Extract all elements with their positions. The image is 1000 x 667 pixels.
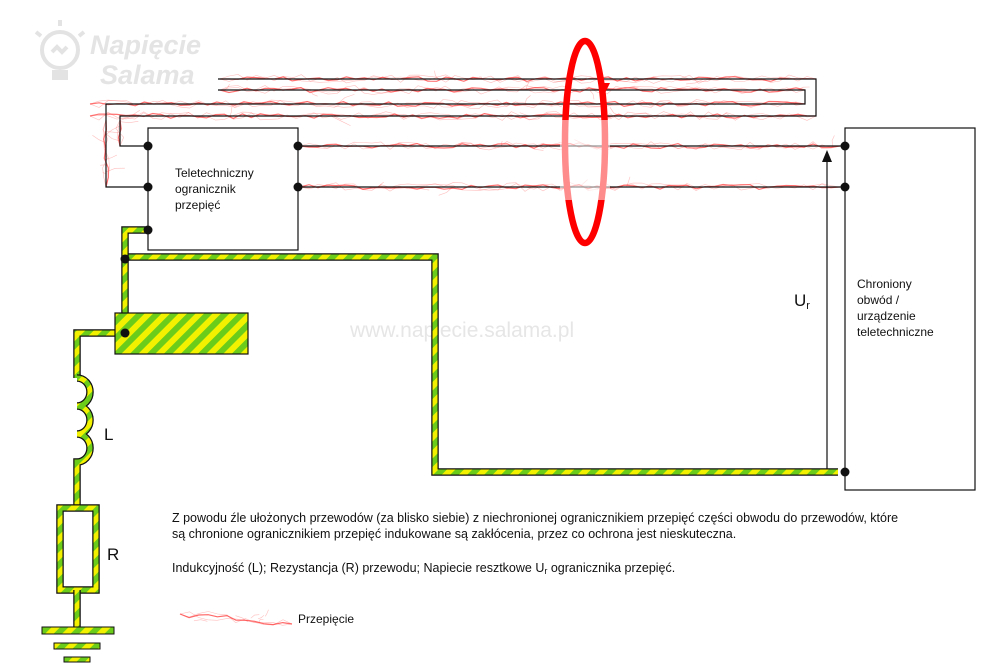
surge-stroke [224, 83, 230, 91]
surge-stroke [309, 89, 318, 97]
surge-stroke [258, 619, 264, 623]
surge-stroke [119, 121, 139, 124]
surge-stroke [219, 86, 806, 94]
unprotected-wire-inner [105, 89, 806, 188]
surge-stroke [438, 186, 453, 196]
protected-device-box [844, 127, 976, 491]
surge-stroke [500, 140, 503, 147]
surge-stroke [525, 81, 530, 91]
node [840, 182, 850, 192]
surge-stroke [104, 131, 121, 134]
protected-device-label-line3: urządzenie [857, 309, 916, 323]
junction-nodes [120, 141, 850, 477]
bulb-icon [34, 20, 86, 80]
voltage-symbol: U [794, 291, 806, 310]
node [143, 182, 153, 192]
description-line3: Indukcyjność (L); Rezystancja (R) przewo… [172, 561, 675, 576]
residual-voltage-arrow [822, 150, 832, 470]
protected-device-label-line4: teletechniczne [857, 325, 934, 339]
surge-stroke [831, 135, 835, 147]
surge-stroke [179, 613, 293, 626]
earth-wire-down-outer [73, 329, 116, 378]
earthing-bar [114, 312, 249, 355]
node [120, 254, 130, 264]
earthing-conductors [56, 226, 838, 628]
surge-limiter-box [147, 127, 299, 251]
surge-stroke [105, 167, 125, 173]
surge-stroke [797, 86, 810, 91]
surge-stroke [105, 154, 118, 160]
logo-line1: Napięcie [90, 30, 201, 60]
surge-stroke [527, 145, 544, 151]
surge-stroke [377, 181, 384, 188]
surge-stroke [250, 614, 260, 619]
legend-surge-sample [179, 609, 293, 626]
description-line3-subscript: r [544, 566, 547, 576]
surge-stroke [479, 76, 482, 79]
description: Z powodu źle ułożonych przewodów (za bli… [172, 511, 898, 576]
surge-stroke [265, 609, 269, 617]
resistor-outer [56, 504, 100, 594]
logo-line2: Salama [100, 60, 195, 90]
description-line3-text: Indukcyjność (L); Rezystancja (R) przewo… [172, 561, 544, 575]
protected-device-label-line1: Chroniony [857, 277, 912, 291]
node [143, 225, 153, 235]
surge-stroke [337, 94, 355, 105]
resistor [57, 505, 99, 593]
resistance-label: R [107, 545, 119, 564]
protected-device-label-line2: obwód / [857, 293, 900, 307]
magnetic-field-loop [560, 37, 610, 247]
surge-limiter-label-line2: ogranicznik [175, 182, 237, 196]
surge-limiter-label-line3: przepięć [175, 198, 220, 212]
surge-stroke [179, 611, 293, 626]
ground-symbol-icon [41, 626, 115, 663]
surge-stroke [116, 119, 121, 147]
node [143, 141, 153, 151]
surge-stroke [105, 133, 121, 142]
surge-stroke [219, 75, 817, 83]
earth-wire-return-outer [125, 253, 838, 476]
earth-wire-down [74, 330, 116, 378]
inductance-label: L [104, 425, 113, 444]
surge-stroke [193, 619, 208, 622]
protected-device-label: Chroniony obwód / urządzenie teletechnic… [857, 277, 934, 339]
surge-stroke [235, 615, 248, 623]
earth-wire-return [125, 254, 838, 475]
loop-arrow-icon [598, 83, 610, 95]
description-line2: są chronione ogranicznikiem przepięć ind… [172, 527, 736, 541]
residual-voltage-label: Ur [794, 291, 810, 312]
node [840, 467, 850, 477]
legend: Przepięcie [179, 609, 354, 626]
inductor-coil [74, 375, 93, 508]
unprotected-wire-outer [119, 78, 817, 147]
node [840, 141, 850, 151]
surge-limiter-label: Teletechniczny ogranicznik przepięć [175, 166, 257, 212]
earth-wire-limiter [122, 227, 148, 335]
surge-stroke [434, 70, 439, 80]
surge-stroke [104, 125, 121, 136]
surge-stroke [219, 85, 806, 95]
node [293, 141, 303, 151]
voltage-subscript: r [806, 300, 810, 312]
surge-stroke [686, 78, 704, 85]
surge-stroke [229, 106, 233, 117]
watermark: www.napiecie.salama.pl [349, 319, 574, 342]
description-line3-end: ogranicznika przepięć. [547, 561, 675, 575]
surge-stroke [609, 107, 620, 117]
surge-stroke [92, 134, 107, 144]
logo: Napięcie Salama [34, 20, 201, 90]
description-line1: Z powodu źle ułożonych przewodów (za bli… [172, 511, 898, 525]
surge-stroke [524, 95, 531, 105]
surge-stroke [257, 615, 265, 620]
node [293, 182, 303, 192]
surge-stroke [179, 611, 293, 626]
surge-stroke [589, 89, 595, 100]
surge-limiter-label-line1: Teletechniczny [175, 166, 254, 180]
unprotected-wiring [105, 78, 817, 188]
node [120, 328, 130, 338]
legend-label: Przepięcie [298, 612, 354, 626]
surge-stroke [330, 115, 351, 126]
surge-stroke [626, 176, 631, 188]
